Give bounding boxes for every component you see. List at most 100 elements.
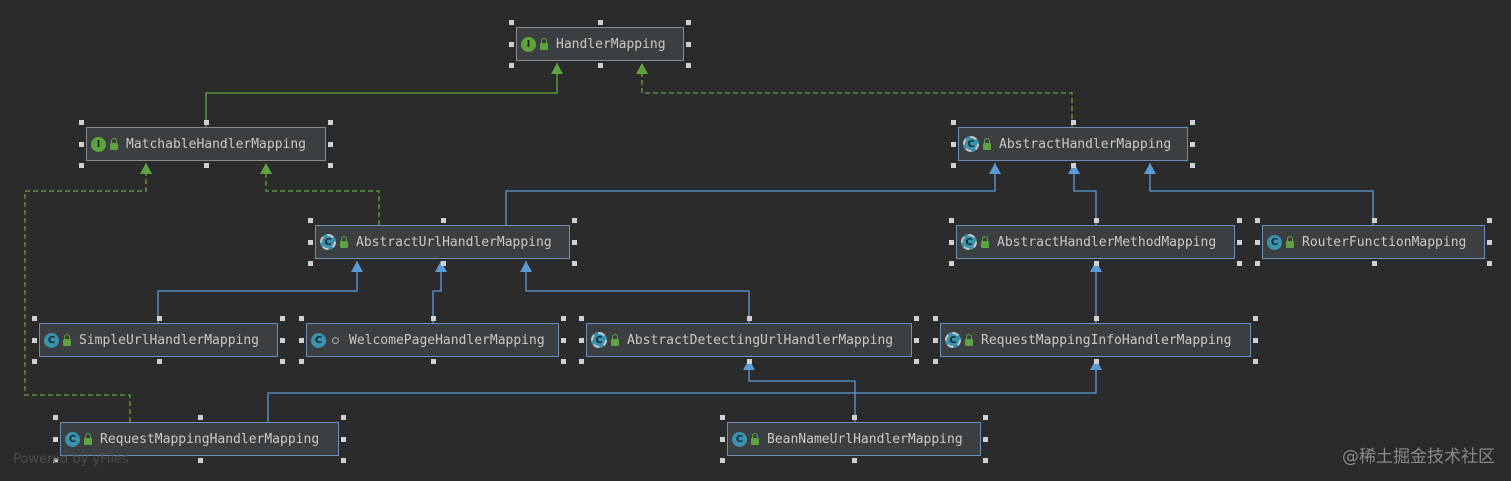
selection-handle[interactable] bbox=[1253, 359, 1258, 364]
selection-handle[interactable] bbox=[1190, 163, 1195, 168]
selection-handle[interactable] bbox=[440, 218, 446, 223]
selection-handle[interactable] bbox=[561, 316, 566, 321]
selection-handle[interactable] bbox=[579, 338, 584, 343]
selection-handle[interactable] bbox=[852, 415, 857, 420]
selection-handle[interactable] bbox=[308, 218, 313, 223]
selection-handle[interactable] bbox=[720, 458, 725, 463]
selection-handle[interactable] bbox=[1487, 240, 1492, 245]
selection-handle[interactable] bbox=[949, 218, 954, 223]
selection-handle[interactable] bbox=[579, 359, 584, 364]
selection-handle[interactable] bbox=[1093, 316, 1099, 321]
selection-handle[interactable] bbox=[53, 458, 58, 463]
selection-handle[interactable] bbox=[933, 359, 938, 364]
selection-handle[interactable] bbox=[686, 20, 691, 25]
selection-handle[interactable] bbox=[1237, 240, 1242, 245]
selection-handle[interactable] bbox=[204, 120, 209, 125]
selection-handle[interactable] bbox=[1253, 316, 1258, 321]
selection-handle[interactable] bbox=[341, 458, 346, 463]
selection-handle[interactable] bbox=[1255, 261, 1260, 266]
selection-handle[interactable] bbox=[509, 63, 514, 68]
selection-handle[interactable] bbox=[280, 338, 285, 343]
selection-handle[interactable] bbox=[747, 359, 752, 364]
selection-handle[interactable] bbox=[561, 359, 566, 364]
selection-handle[interactable] bbox=[598, 20, 603, 25]
selection-handle[interactable] bbox=[156, 316, 162, 321]
selection-handle[interactable] bbox=[933, 338, 938, 343]
selection-handle[interactable] bbox=[299, 316, 304, 321]
selection-handle[interactable] bbox=[341, 437, 346, 442]
selection-handle[interactable] bbox=[1071, 120, 1076, 125]
selection-handle[interactable] bbox=[1093, 261, 1099, 266]
selection-handle[interactable] bbox=[949, 240, 954, 245]
selection-handle[interactable] bbox=[572, 261, 577, 266]
selection-handle[interactable] bbox=[308, 261, 313, 266]
selection-handle[interactable] bbox=[1071, 163, 1076, 168]
selection-handle[interactable] bbox=[720, 415, 725, 420]
selection-handle[interactable] bbox=[53, 415, 58, 420]
selection-handle[interactable] bbox=[949, 261, 954, 266]
selection-handle[interactable] bbox=[32, 359, 37, 364]
selection-handle[interactable] bbox=[1237, 218, 1242, 223]
selection-handle[interactable] bbox=[197, 415, 203, 420]
selection-handle[interactable] bbox=[509, 20, 514, 25]
selection-handle[interactable] bbox=[430, 359, 436, 364]
selection-handle[interactable] bbox=[32, 338, 37, 343]
selection-handle[interactable] bbox=[686, 42, 691, 47]
selection-handle[interactable] bbox=[509, 42, 514, 47]
selection-handle[interactable] bbox=[598, 63, 603, 68]
selection-handle[interactable] bbox=[328, 120, 333, 125]
selection-handle[interactable] bbox=[79, 120, 84, 125]
selection-handle[interactable] bbox=[53, 437, 58, 442]
selection-handle[interactable] bbox=[572, 218, 577, 223]
selection-handle[interactable] bbox=[852, 458, 857, 463]
selection-handle[interactable] bbox=[914, 316, 919, 321]
selection-handle[interactable] bbox=[156, 359, 162, 364]
selection-handle[interactable] bbox=[430, 316, 436, 321]
selection-handle[interactable] bbox=[299, 338, 304, 343]
selection-handle[interactable] bbox=[341, 415, 346, 420]
selection-handle[interactable] bbox=[1093, 359, 1099, 364]
selection-handle[interactable] bbox=[914, 338, 919, 343]
selection-handle[interactable] bbox=[280, 359, 285, 364]
selection-handle[interactable] bbox=[280, 316, 285, 321]
selection-handle[interactable] bbox=[747, 316, 752, 321]
selection-handle[interactable] bbox=[579, 316, 584, 321]
selection-handle[interactable] bbox=[1487, 218, 1492, 223]
selection-handle[interactable] bbox=[1487, 261, 1492, 266]
selection-handle[interactable] bbox=[328, 163, 333, 168]
selection-handle[interactable] bbox=[951, 142, 956, 147]
selection-handle[interactable] bbox=[1190, 142, 1195, 147]
selection-handle[interactable] bbox=[720, 437, 725, 442]
selection-handle[interactable] bbox=[983, 458, 988, 463]
selection-handle[interactable] bbox=[299, 359, 304, 364]
selection-handle[interactable] bbox=[197, 458, 203, 463]
selection-handle[interactable] bbox=[204, 163, 209, 168]
selection-handle[interactable] bbox=[440, 261, 446, 266]
selection-handle[interactable] bbox=[1093, 218, 1099, 223]
selection-handle[interactable] bbox=[561, 338, 566, 343]
selection-handle[interactable] bbox=[983, 415, 988, 420]
selection-handle[interactable] bbox=[1371, 261, 1377, 266]
selection-handle[interactable] bbox=[328, 142, 333, 147]
selection-handle[interactable] bbox=[933, 316, 938, 321]
selection-handle[interactable] bbox=[1371, 218, 1377, 223]
selection-handle[interactable] bbox=[1237, 261, 1242, 266]
selection-handle[interactable] bbox=[79, 163, 84, 168]
selection-handle[interactable] bbox=[308, 240, 313, 245]
selection-handle[interactable] bbox=[914, 359, 919, 364]
selection-handle[interactable] bbox=[1255, 218, 1260, 223]
selection-handle[interactable] bbox=[951, 120, 956, 125]
selection-handle[interactable] bbox=[79, 142, 84, 147]
selection-handle[interactable] bbox=[686, 63, 691, 68]
